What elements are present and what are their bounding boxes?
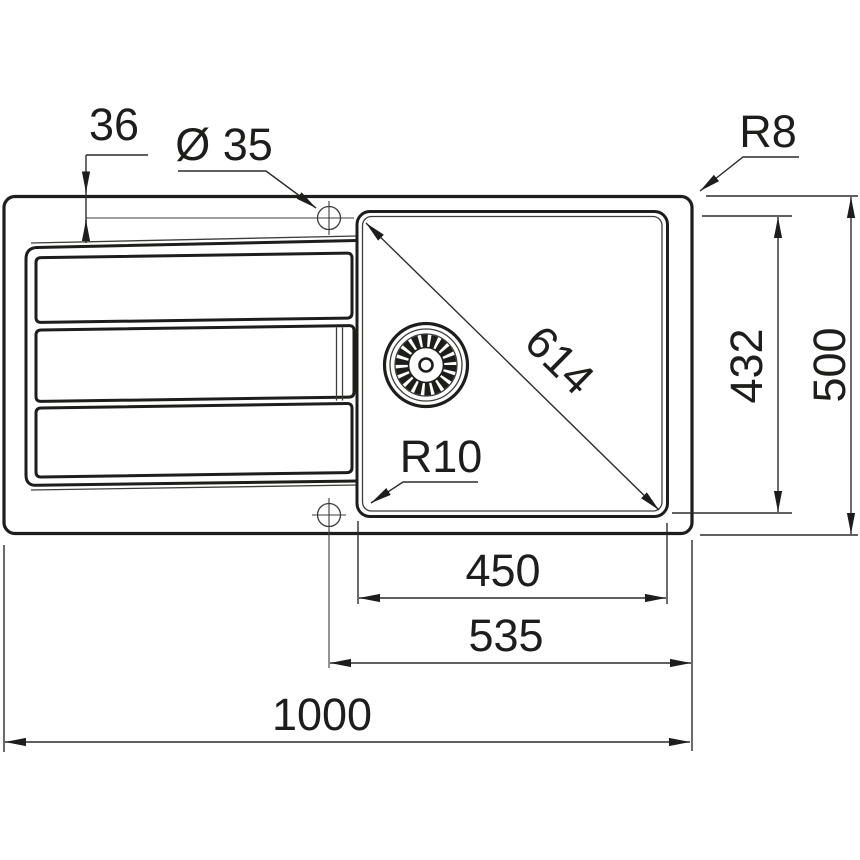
tap-hole-bottom-circle — [316, 502, 342, 528]
dim-r8-label: R8 — [739, 106, 797, 157]
dim-r8-leader — [699, 156, 799, 192]
dim-614-label: 614 — [515, 315, 604, 404]
dimension-edge-to-tap-center: 36 — [81, 99, 148, 243]
dim-36-label: 36 — [89, 99, 139, 150]
tap-hole-top — [86, 201, 354, 235]
sink-outer-outline — [2, 194, 694, 536]
dimension-overall-depth: 500 — [700, 195, 858, 536]
dimension-tap-center-to-right-edge: 535 — [330, 540, 693, 751]
bowl-inner-outline — [361, 215, 663, 512]
dim-432-label: 432 — [721, 328, 772, 403]
dimension-bowl-corner-radius: R10 — [370, 431, 483, 504]
sink-body — [2, 194, 694, 668]
dim-r10-leader — [370, 481, 478, 504]
drainboard-rim-bottom — [30, 484, 358, 491]
dim-d35-leader — [178, 170, 317, 209]
dimension-bowl-inner-depth: 432 — [672, 215, 792, 514]
strainer-center-hole — [418, 357, 434, 373]
tap-hole-top-circle — [316, 205, 342, 231]
drainboard-groove-3 — [34, 402, 354, 479]
dim-614-line — [365, 222, 660, 511]
drainboard — [24, 235, 359, 491]
sink-bowl — [355, 210, 669, 518]
dimension-tap-hole-diameter: Ø 35 — [175, 119, 317, 209]
dimension-overall-width: 1000 — [3, 545, 690, 752]
dim-1000-label: 1000 — [272, 689, 372, 740]
tap-hole-bottom — [312, 498, 346, 668]
dim-d35-label: Ø 35 — [175, 119, 273, 170]
dim-500-label: 500 — [804, 327, 855, 402]
dim-r10-label: R10 — [400, 431, 483, 482]
drainboard-outline — [24, 239, 359, 487]
dim-450-label: 450 — [465, 545, 540, 596]
dim-535-label: 535 — [468, 610, 543, 661]
bowl-outer-outline — [355, 210, 669, 518]
dimension-bowl-inner-width: 450 — [357, 521, 668, 604]
drain-strainer — [382, 321, 470, 409]
dimension-outer-corner-radius: R8 — [699, 106, 799, 192]
drainboard-groove-2 — [34, 324, 356, 403]
drainboard-groove-1 — [34, 251, 354, 324]
